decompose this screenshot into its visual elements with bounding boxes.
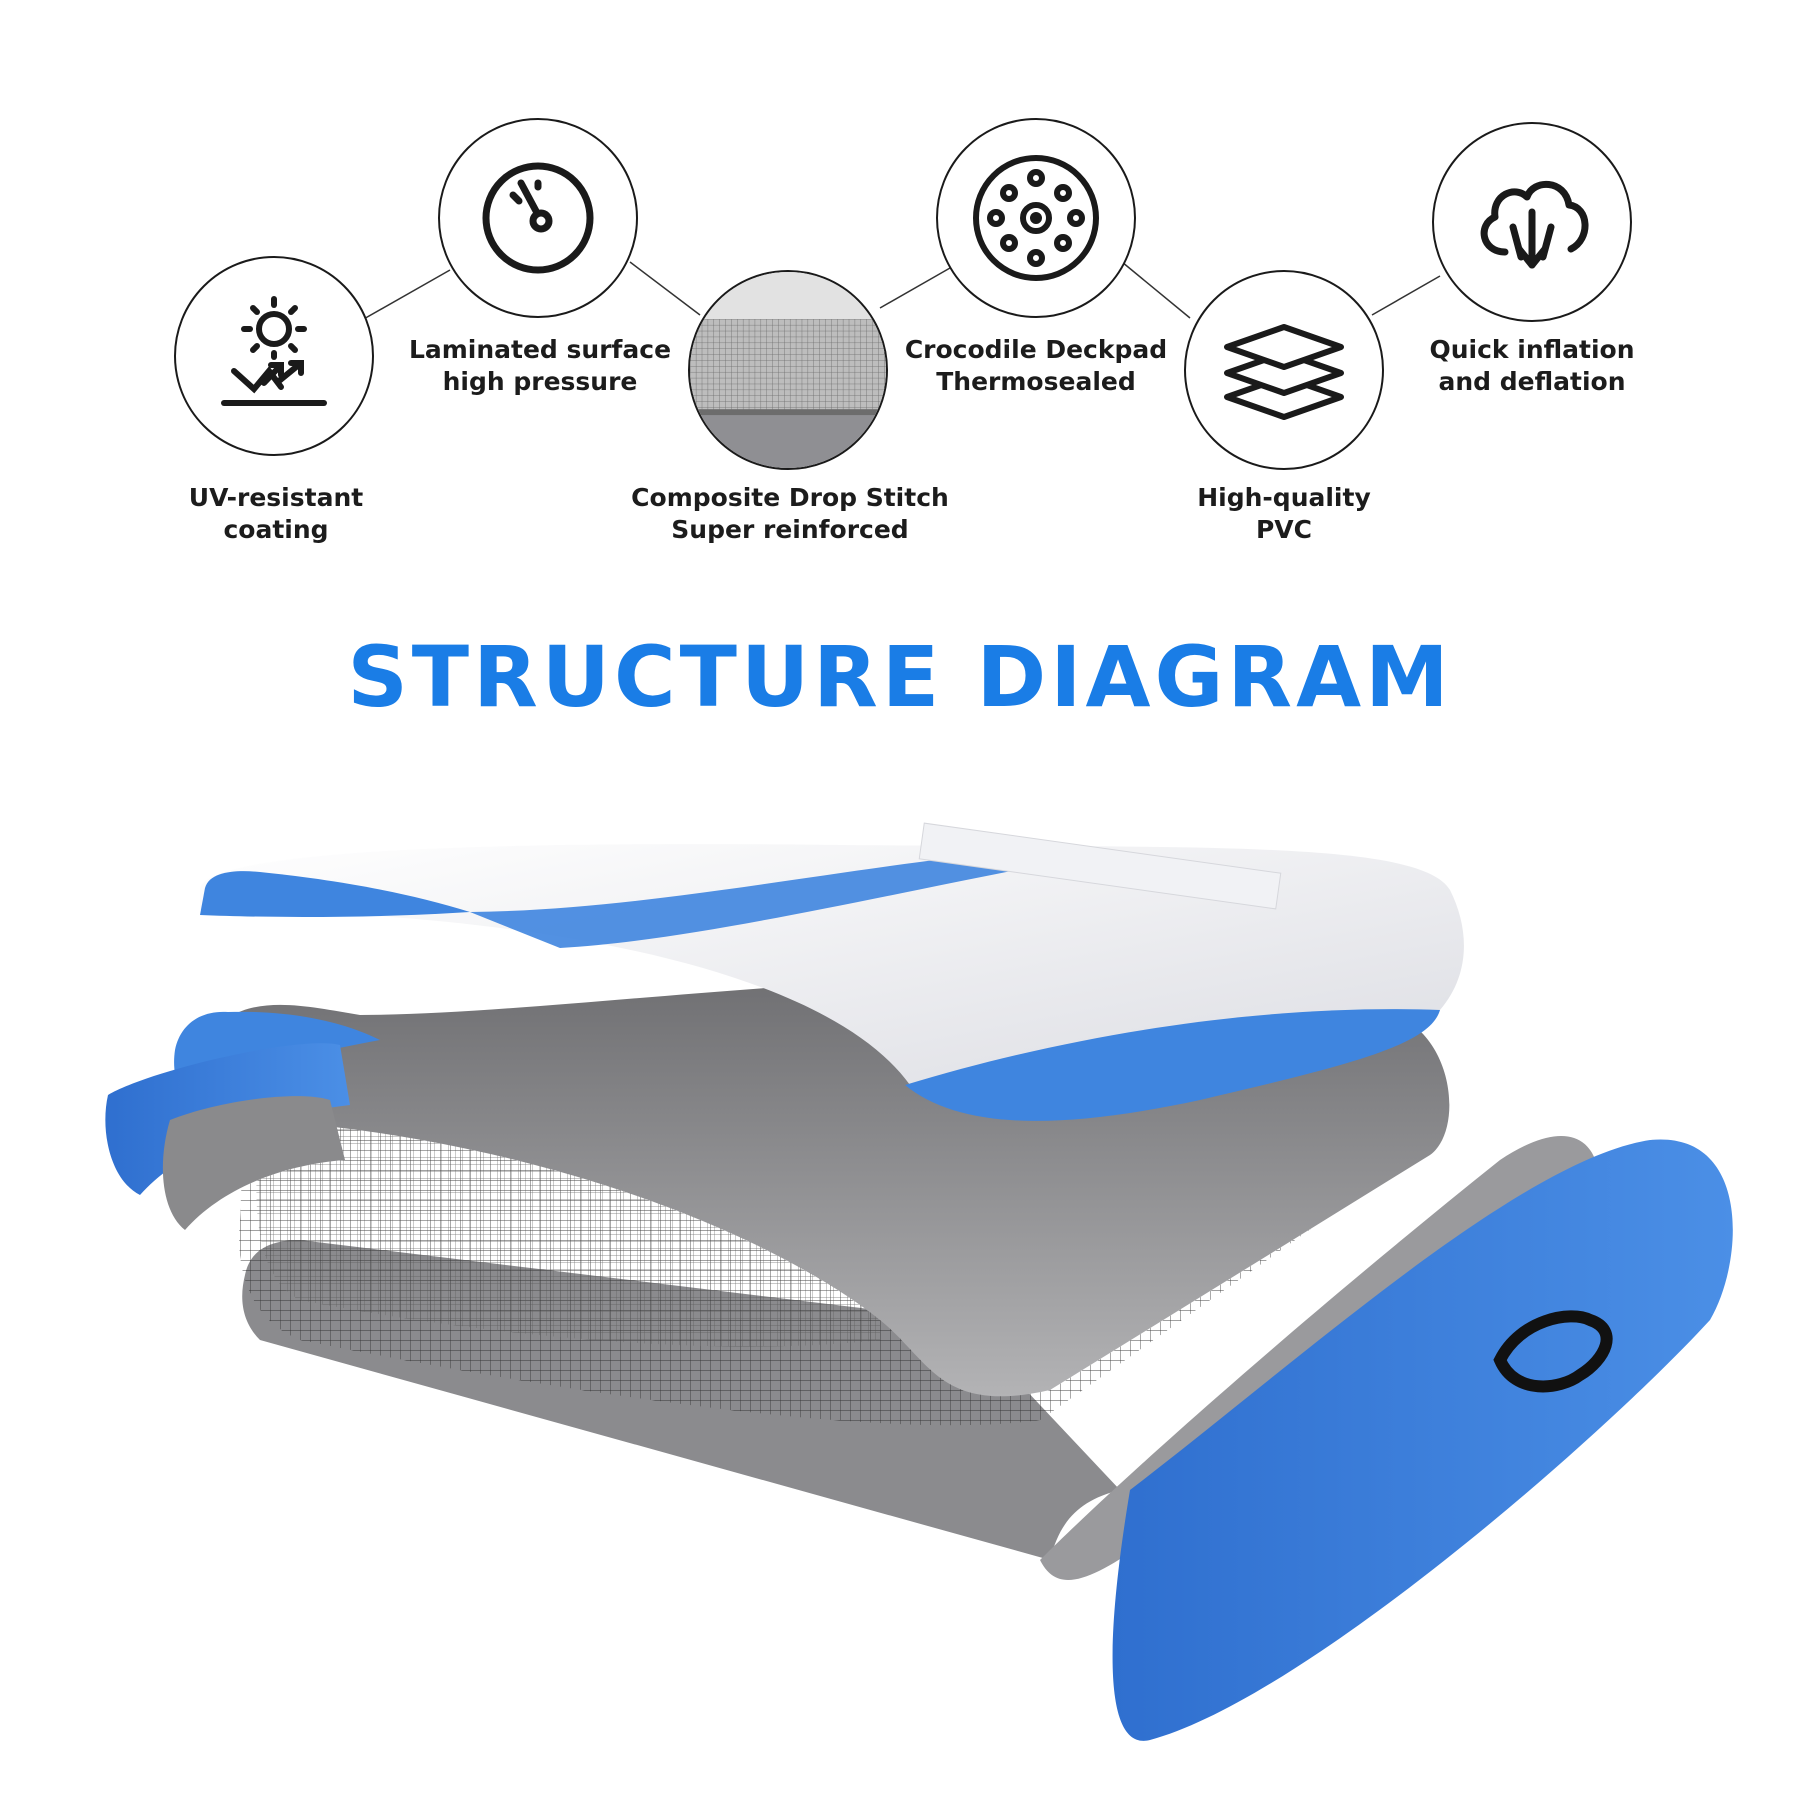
feature-deckpad-label: Crocodile Deckpad Thermosealed [904,335,1168,396]
feature-pvc-circle [1184,270,1384,470]
deckpad-pattern-icon [973,155,1099,281]
feature-dropstitch-circle [688,270,888,470]
cloud-arrow-icon [1480,180,1589,269]
feature-dropstitch-label: Composite Drop Stitch Super reinforced [631,483,949,544]
connector-lines [361,261,1441,321]
mat-structure-illustration [105,822,1733,1741]
feature-uv-label: UV-resistant coating [188,483,364,544]
page-title: STRUCTURE DIAGRAM [347,628,1453,726]
sun-rays-icon [221,296,327,406]
feature-inflation-circle [1432,122,1632,322]
feature-pvc-label: High-quality PVC [1197,483,1371,544]
drop-stitch-photo [690,272,886,468]
feature-deckpad-circle [936,118,1136,318]
feature-laminated-circle [438,118,638,318]
carry-handle [1493,1310,1613,1393]
feature-inflation-label: Quick inflation and deflation [1429,335,1635,396]
layers-icon [1224,324,1344,420]
feature-uv-circle [174,256,374,456]
feature-laminated-label: Laminated surface high pressure [408,335,672,396]
pressure-gauge-icon [482,162,594,274]
